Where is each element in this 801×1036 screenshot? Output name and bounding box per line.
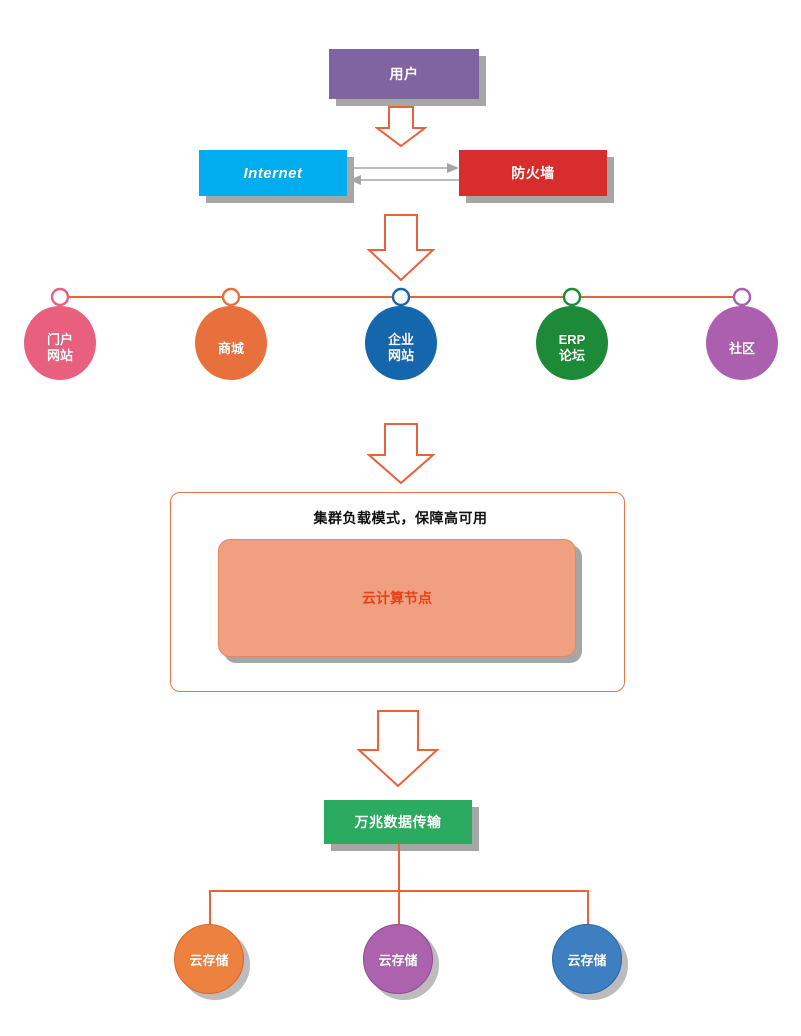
cloud-compute-node[interactable]: 云计算节点 <box>218 539 576 657</box>
user-box[interactable]: 用户 <box>329 49 479 99</box>
storage-circle-purple[interactable]: 云存储 <box>363 924 433 994</box>
bidirectional-arrow-icon <box>349 163 459 185</box>
pin-community[interactable] <box>703 287 781 385</box>
cluster-title: 集群负载模式，保障高可用 <box>313 510 488 526</box>
transport-box[interactable]: 万兆数据传输 <box>324 800 472 844</box>
user-box-label: 用户 <box>389 66 419 82</box>
pin-mall[interactable] <box>192 287 270 385</box>
pin-portal-site[interactable] <box>21 287 99 385</box>
storage-circle-orange[interactable]: 云存储 <box>174 924 244 994</box>
internet-box[interactable]: Internet <box>199 150 347 196</box>
connector-branch-right <box>587 890 589 926</box>
internet-box-label: Internet <box>243 164 303 182</box>
storage-circle-blue[interactable]: 云存储 <box>552 924 622 994</box>
storage-circle-label: 云存储 <box>567 952 607 968</box>
arrow-user-to-network <box>375 106 427 148</box>
firewall-box[interactable]: 防火墙 <box>459 150 607 196</box>
cloud-compute-node-label: 云计算节点 <box>362 590 432 606</box>
transport-box-label: 万兆数据传输 <box>354 814 442 830</box>
connector-branch-left <box>209 890 211 926</box>
arrow-network-to-sites <box>367 214 435 282</box>
connector-branch-center <box>398 890 400 926</box>
pin-erp-forum[interactable] <box>533 287 611 385</box>
connector-trunk <box>398 844 400 891</box>
arrow-cluster-to-transport <box>356 710 440 788</box>
pin-enterprise-site[interactable] <box>362 287 440 385</box>
firewall-box-label: 防火墙 <box>511 165 555 181</box>
storage-circle-label: 云存储 <box>189 952 229 968</box>
storage-circle-label: 云存储 <box>378 952 418 968</box>
arrow-sites-to-cluster <box>367 423 435 485</box>
